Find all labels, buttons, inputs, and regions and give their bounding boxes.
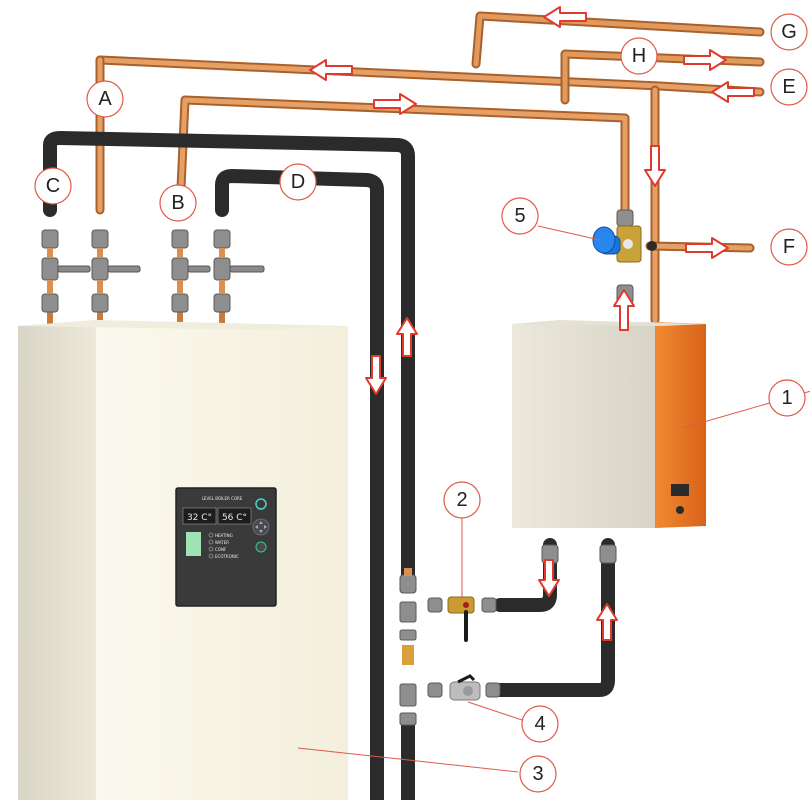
arrow-left-g	[543, 6, 587, 28]
pipe-fittings	[41, 209, 634, 726]
callout-markers: A B C D E F G H	[34, 13, 808, 793]
power-icon	[255, 498, 267, 510]
arrow-left-a	[309, 59, 353, 81]
main-boiler-unit: LEVEL BOILER CORE 32 C° 56 C° HEATING WA…	[18, 320, 348, 800]
callout-d: D	[279, 163, 317, 201]
menu-item: HEATING	[215, 533, 233, 538]
arrow-left-e	[711, 81, 755, 103]
shutoff-valve-handles	[57, 265, 265, 273]
temp-right-readout: 56 C°	[222, 513, 247, 523]
callout-1: 1	[768, 379, 806, 417]
callout-f: F	[770, 228, 808, 266]
copper-nipples	[47, 248, 414, 665]
confirm-icon	[255, 541, 267, 553]
temp-left-readout: 32 C°	[187, 513, 212, 523]
flow-arrows	[309, 6, 755, 641]
arrow-right-b	[373, 93, 417, 115]
svg-text:5: 5	[514, 205, 525, 227]
heater-knob-icon	[676, 506, 684, 514]
drain-valve-4	[449, 674, 481, 701]
water-heater-unit	[512, 320, 706, 528]
arrow-right-f	[685, 237, 729, 259]
boiler-control-panel: LEVEL BOILER CORE 32 C° 56 C° HEATING WA…	[175, 487, 277, 607]
panel-header: LEVEL BOILER CORE	[202, 496, 243, 501]
svg-text:G: G	[781, 21, 797, 43]
svg-text:1: 1	[781, 387, 792, 409]
svg-text:D: D	[291, 171, 305, 193]
leader-4	[467, 701, 523, 721]
callout-g: G	[770, 13, 808, 51]
ball-valve-2	[447, 596, 475, 642]
callout-h: H	[620, 37, 658, 75]
svg-text:F: F	[783, 236, 795, 258]
leader-3	[297, 747, 519, 773]
menu-item: ECOTRONIC	[215, 554, 239, 559]
arrow-up-heater	[613, 289, 635, 331]
menu-item: WATER	[215, 540, 229, 545]
leader-5	[537, 225, 601, 241]
svg-text:C: C	[46, 175, 60, 197]
arrow-up-heater-return	[596, 603, 618, 641]
arrow-down-heater	[538, 559, 560, 597]
svg-text:2: 2	[456, 489, 467, 511]
svg-text:B: B	[171, 192, 184, 214]
callout-5: 5	[501, 197, 539, 235]
leader-lines	[297, 225, 810, 773]
arrow-down-e	[644, 145, 666, 187]
svg-text:3: 3	[532, 763, 543, 785]
callout-3: 3	[519, 755, 557, 793]
svg-text:4: 4	[534, 713, 545, 735]
arrow-up-return	[396, 317, 418, 357]
svg-text:A: A	[98, 88, 112, 110]
heater-control-box	[671, 484, 689, 496]
callout-2: 2	[443, 481, 481, 519]
callout-b: B	[159, 184, 197, 222]
panel-menu: HEATING WATER CONF ECOTRONIC	[208, 532, 239, 559]
mixing-valve-5	[592, 225, 657, 263]
arrow-down-d	[365, 355, 387, 395]
nav-pad-icon	[252, 518, 270, 536]
callout-4: 4	[521, 705, 559, 743]
svg-text:E: E	[782, 76, 795, 98]
callout-e: E	[770, 68, 808, 106]
arrow-right-h	[683, 49, 727, 71]
callout-c: C	[34, 167, 72, 205]
callout-a: A	[86, 80, 124, 118]
svg-text:H: H	[632, 45, 646, 67]
menu-item: CONF	[215, 547, 227, 552]
